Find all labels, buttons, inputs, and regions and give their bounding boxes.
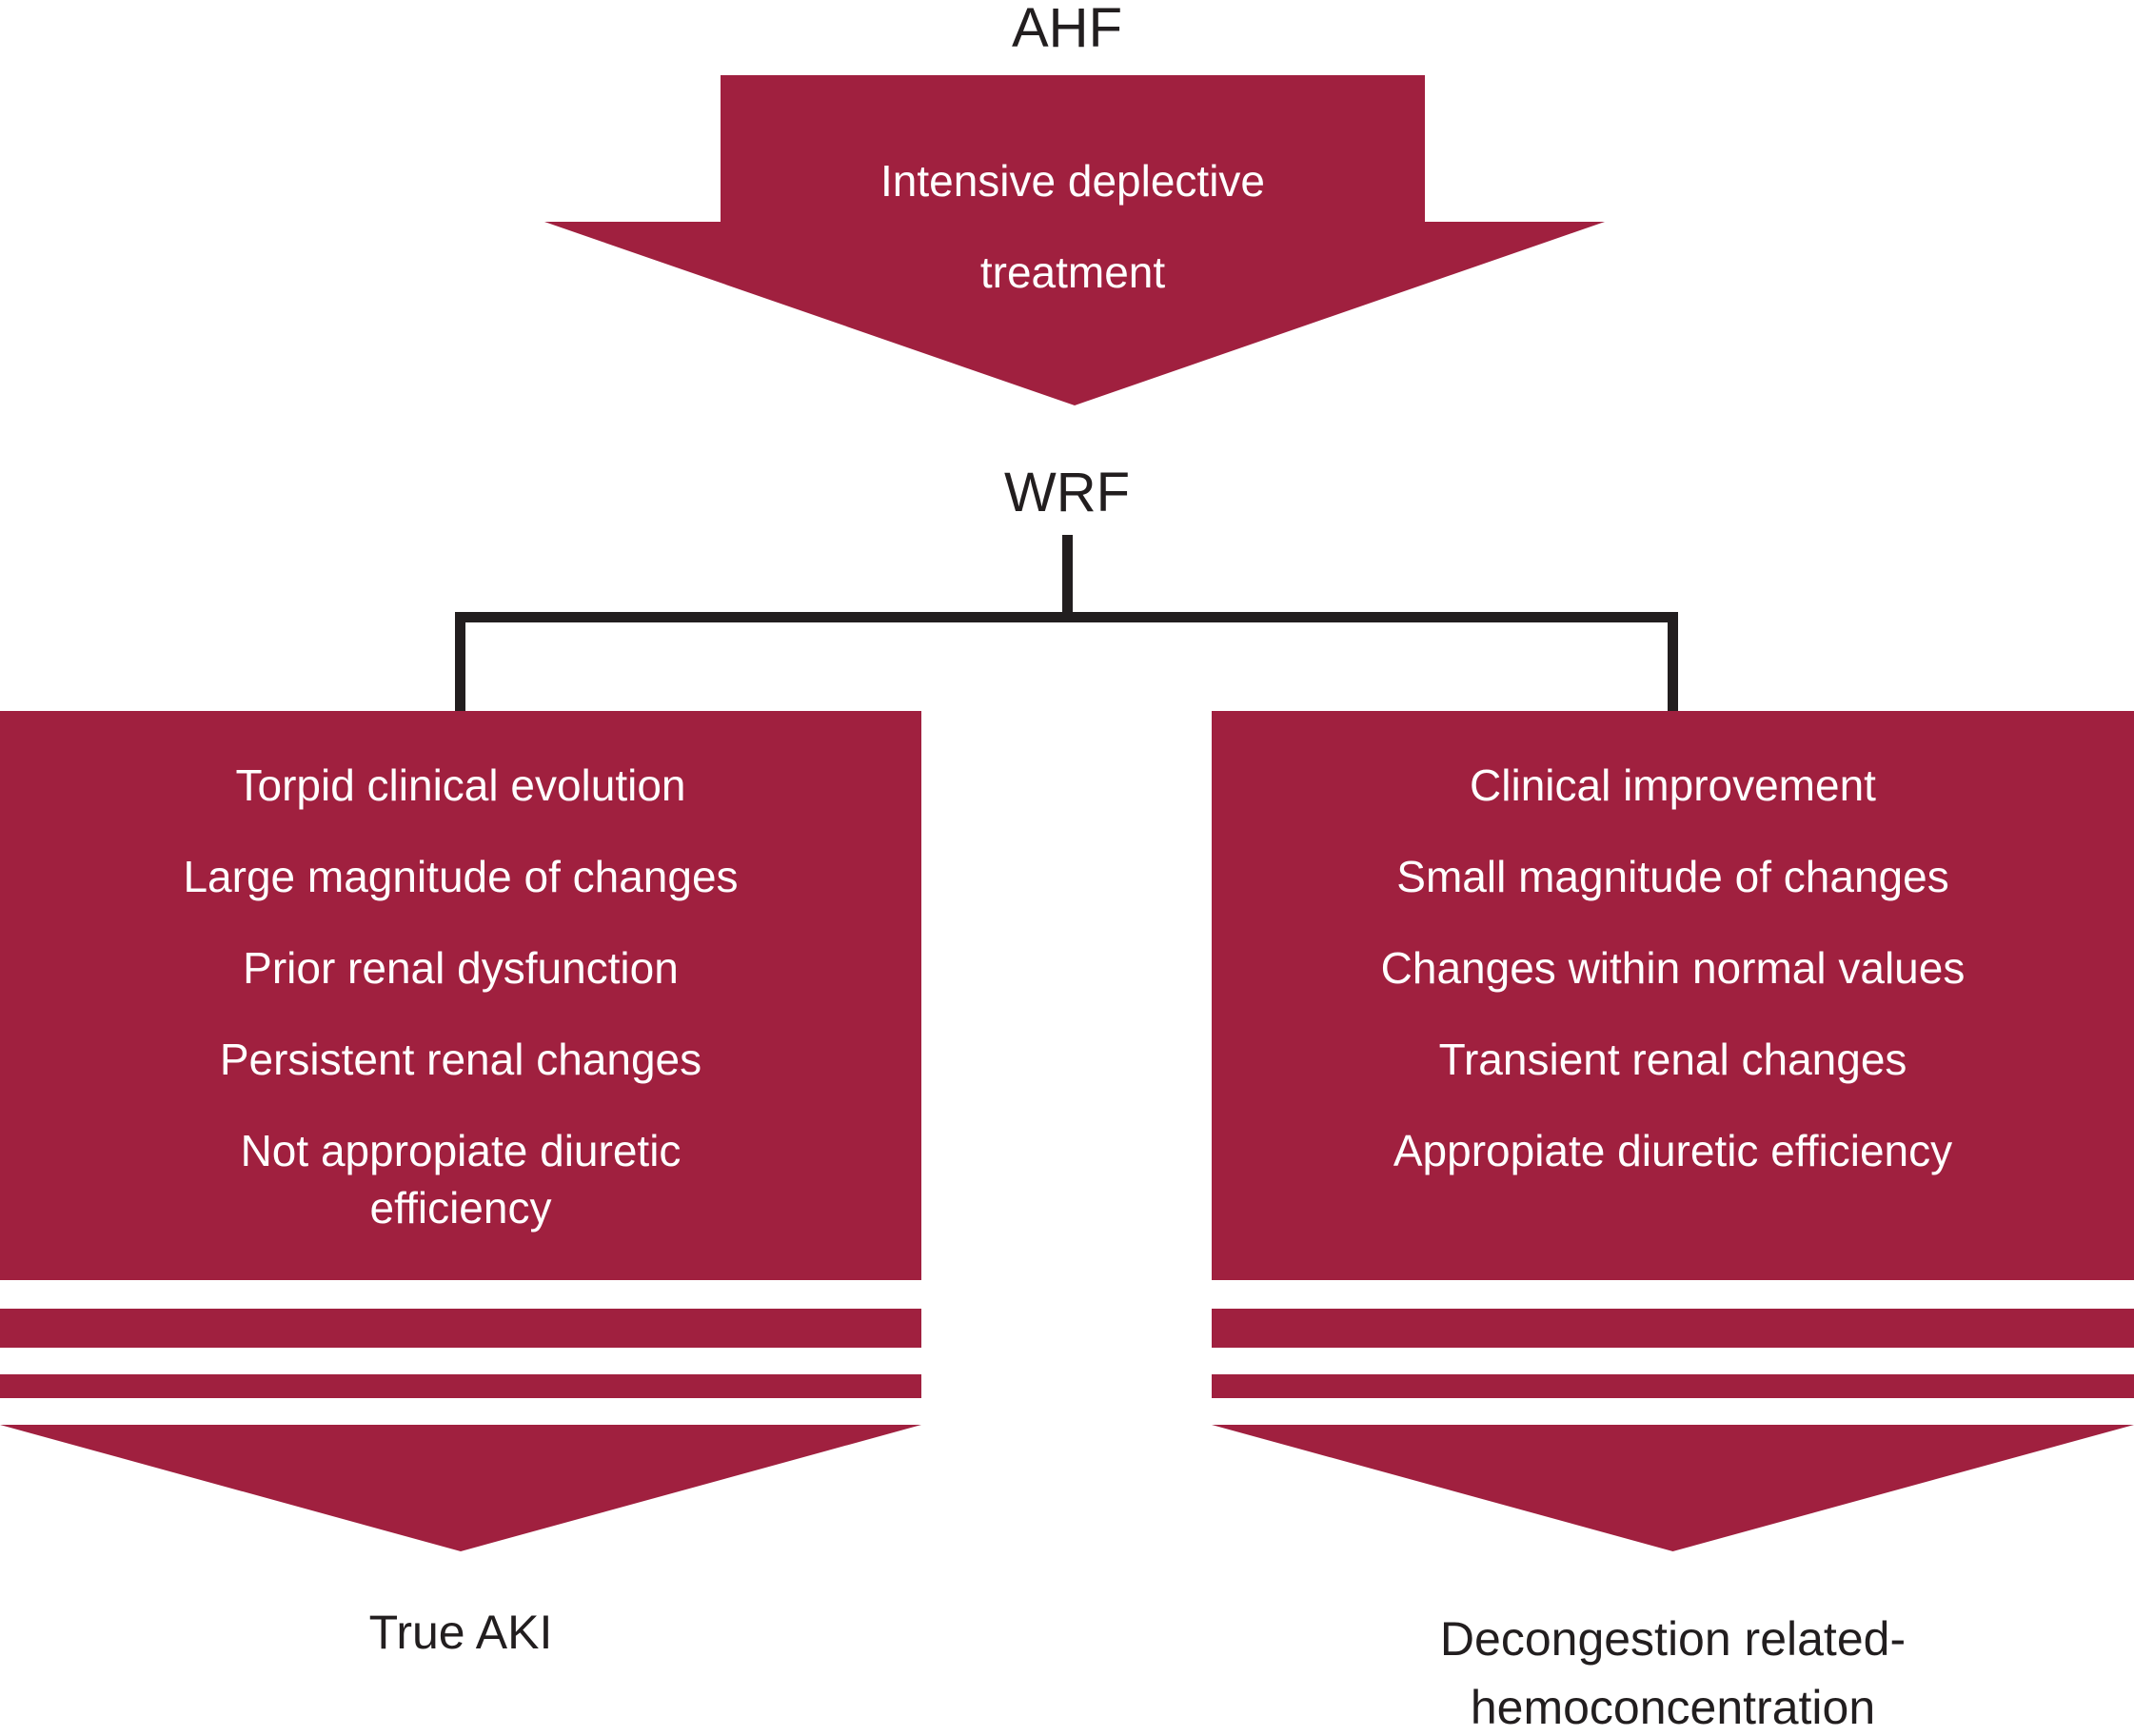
left-criteria-item: Large magnitude of changes — [183, 852, 739, 901]
right-criteria-box: Clinical improvement Small magnitude of … — [1212, 711, 2134, 1280]
left-arrow-tip-triangle — [0, 1425, 921, 1551]
right-outcome-label: Decongestion related- hemoconcentration — [1439, 1612, 1907, 1734]
connector-right-drop — [1668, 612, 1678, 720]
right-criteria-item: Small magnitude of changes — [1396, 852, 1949, 901]
right-criteria-item: Appropiate diuretic efficiency — [1393, 1126, 1953, 1175]
right-criteria-item: Changes within normal values — [1380, 943, 1966, 993]
right-criteria-item: Clinical improvement — [1470, 760, 1876, 810]
left-arrow-stripe-thin — [0, 1374, 921, 1398]
right-arrow-tip-triangle — [1212, 1425, 2134, 1551]
left-criteria-item: Prior renal dysfunction — [243, 943, 679, 993]
left-arrow-stripe-thick — [0, 1309, 921, 1348]
connector-left-drop — [455, 612, 465, 720]
left-criteria-box: Torpid clinical evolution Large magnitud… — [0, 711, 921, 1280]
left-criteria-item: Torpid clinical evolution — [235, 760, 686, 810]
left-criteria-item: Not appropiate diuretic efficiency — [240, 1126, 682, 1233]
connector-vertical-stub — [1062, 535, 1073, 619]
left-criteria-item: Persistent renal changes — [219, 1035, 702, 1084]
treatment-arrow-label: Intensive deplective treatment — [879, 156, 1266, 297]
left-outcome-label: True AKI — [368, 1606, 553, 1659]
decision-node-wrf-label: WRF — [1003, 462, 1131, 523]
right-arrow-stripe-thick — [1212, 1309, 2134, 1348]
start-node-ahf-label: AHF — [1012, 0, 1122, 59]
right-arrow-stripe-thin — [1212, 1374, 2134, 1398]
treatment-arrow-shaft — [721, 75, 1425, 223]
connector-horizontal-bar — [455, 612, 1678, 622]
right-criteria-item: Transient renal changes — [1438, 1035, 1907, 1084]
